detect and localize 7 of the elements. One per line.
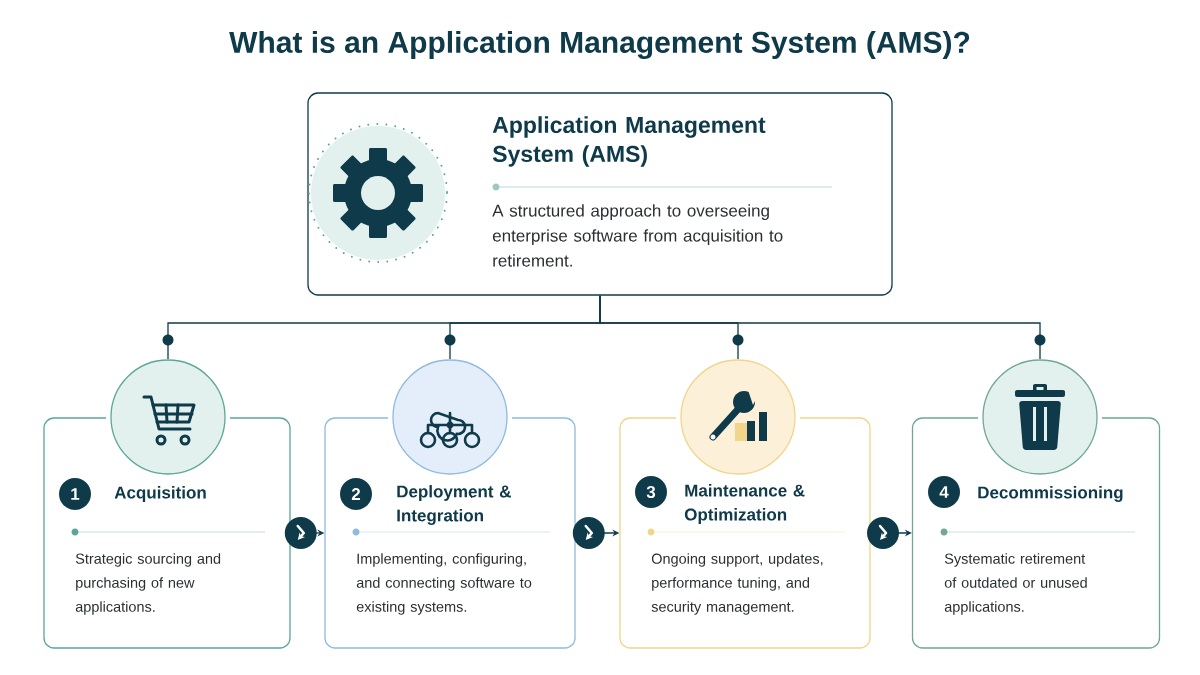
number-badge: 1 (59, 478, 91, 510)
chevron-arrow (867, 517, 912, 549)
number-badge: 2 (340, 478, 372, 510)
number-badge: 4 (928, 476, 960, 508)
title: What is an Application Management System (AMS)? (229, 30, 970, 60)
connector-line (599, 295, 1046, 360)
number-badge: 3 (635, 476, 667, 508)
